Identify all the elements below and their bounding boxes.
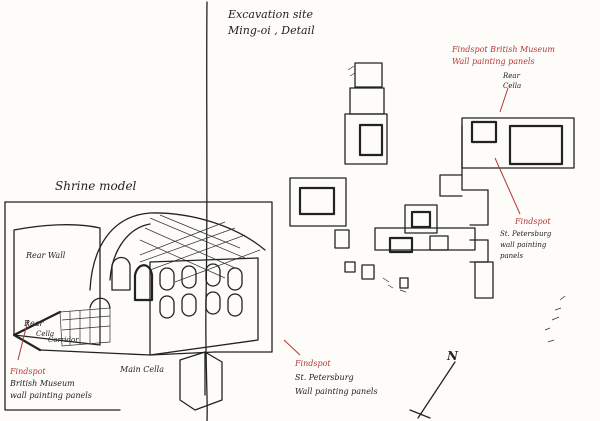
rear-cella-label-2: Cella bbox=[36, 330, 54, 338]
findspot-bm-bottom-2: British Museum bbox=[9, 379, 75, 388]
findspot-bm-map-1: Findspot British Museum bbox=[451, 45, 555, 54]
north-arrow: N bbox=[409, 349, 459, 419]
findspot-bm-bottom-1: Findspot bbox=[9, 367, 46, 376]
shrine-model-drawing bbox=[4, 201, 273, 411]
findspot-sp-map-3: wall painting bbox=[500, 241, 547, 249]
findspot-sp-map-1: Findspot bbox=[514, 217, 551, 226]
excavation-map-drawing bbox=[289, 62, 575, 299]
north-label: N bbox=[446, 349, 459, 363]
rear-wall-label: Rear Wall bbox=[25, 251, 66, 260]
findspot-bm-bottom-3: wall painting panels bbox=[10, 391, 92, 400]
findspot-sp-map-2: St. Petersburg bbox=[500, 230, 552, 238]
rear-cella-map-2: Cella bbox=[503, 82, 521, 90]
leader-line bbox=[17, 319, 29, 361]
shrine-title: Shrine model bbox=[55, 179, 137, 193]
corridor-label: Corridor bbox=[48, 336, 79, 344]
findspot-bm-map-2: Wall painting panels bbox=[452, 57, 535, 66]
leader-line bbox=[283, 339, 301, 356]
divider-line bbox=[205, 1, 208, 421]
leader-line bbox=[494, 157, 521, 215]
findspot-sp-bottom-3: Wall painting panels bbox=[295, 387, 378, 396]
excavation-title-2: Ming-oi , Detail bbox=[227, 24, 315, 37]
rubble-marks bbox=[347, 65, 566, 343]
excavation-title-1: Excavation site bbox=[227, 8, 313, 21]
rear-cella-map-1: Rear bbox=[502, 72, 521, 80]
rear-cella-label-1: Rear bbox=[23, 319, 45, 328]
findspot-sp-map-4: panels bbox=[500, 252, 524, 260]
main-cella-label: Main Cella bbox=[119, 365, 164, 374]
leader-line bbox=[499, 87, 509, 113]
findspot-sp-bottom-2: St. Petersburg bbox=[295, 373, 354, 382]
findspot-sp-bottom-1: Findspot bbox=[294, 359, 331, 368]
